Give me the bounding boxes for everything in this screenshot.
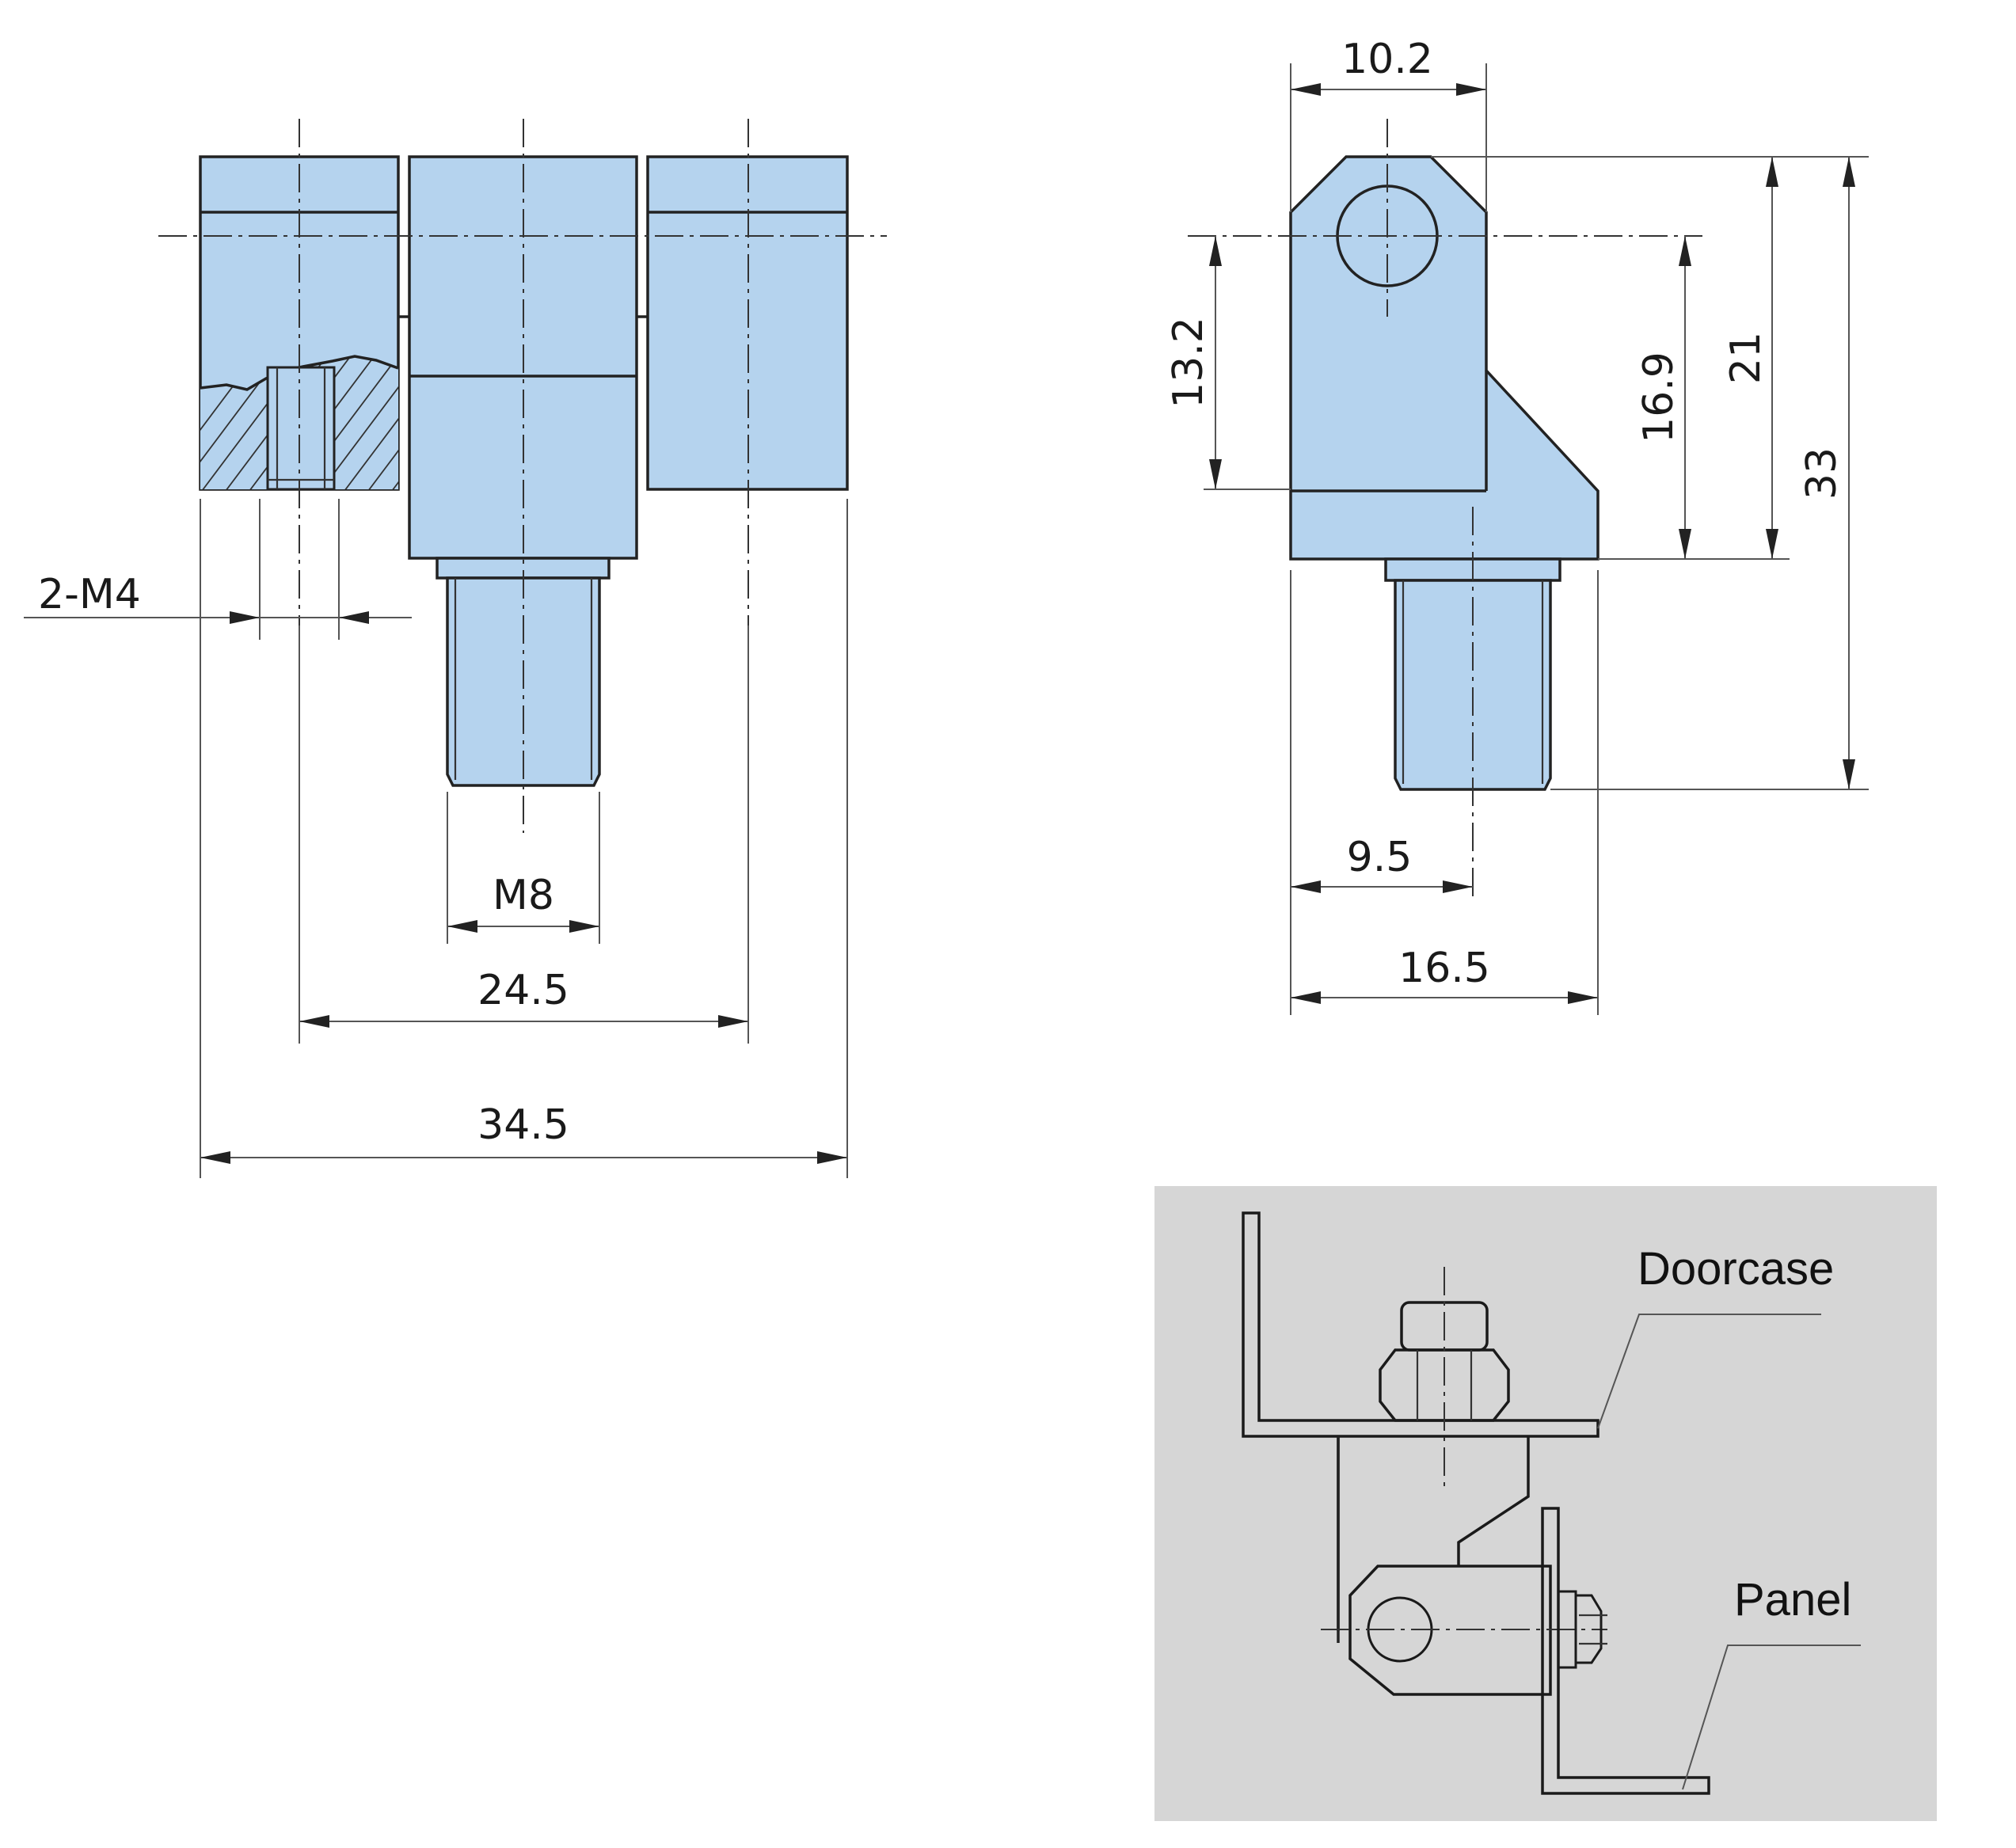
dim-21: 21 bbox=[1722, 332, 1770, 384]
side-view: 10.2 13.2 16.9 21 33 9.5 16.5 bbox=[1165, 36, 1869, 1015]
hinge-bracket bbox=[1348, 1565, 1552, 1696]
side-threaded-stud bbox=[1394, 579, 1552, 791]
panel-leader bbox=[1682, 1645, 1861, 1790]
panel-label: Panel bbox=[1734, 1574, 1851, 1626]
dim-10-2: 10.2 bbox=[1341, 36, 1433, 83]
stud-collar bbox=[436, 557, 611, 580]
doorcase-label: Doorcase bbox=[1638, 1243, 1834, 1295]
dim-2-m4: 2-M4 bbox=[38, 571, 141, 618]
installation-inset: Doorcase Panel bbox=[1154, 1186, 1937, 1821]
dim-24-5: 24.5 bbox=[477, 967, 569, 1014]
dim-9-5: 9.5 bbox=[1347, 834, 1413, 881]
dim-13-2: 13.2 bbox=[1165, 317, 1212, 409]
bracket-body bbox=[1289, 155, 1599, 561]
section-cutaway bbox=[200, 355, 399, 491]
inset-background bbox=[1154, 1186, 1937, 1821]
dim-m8: M8 bbox=[493, 872, 554, 919]
dim-16-5: 16.5 bbox=[1398, 945, 1490, 992]
panel-nut bbox=[1574, 1594, 1603, 1664]
dim-16-9: 16.9 bbox=[1635, 352, 1683, 443]
dim-34-5: 34.5 bbox=[477, 1101, 569, 1149]
doorcase-profile bbox=[1242, 1211, 1599, 1438]
dim-33: 33 bbox=[1798, 447, 1846, 500]
tapped-hole bbox=[266, 366, 336, 491]
hex-nut bbox=[1379, 1348, 1510, 1422]
panel-profile bbox=[1541, 1507, 1710, 1795]
doorcase-leader bbox=[1597, 1314, 1821, 1429]
front-view: 2-M4 M8 24.5 34.5 bbox=[24, 119, 887, 1178]
